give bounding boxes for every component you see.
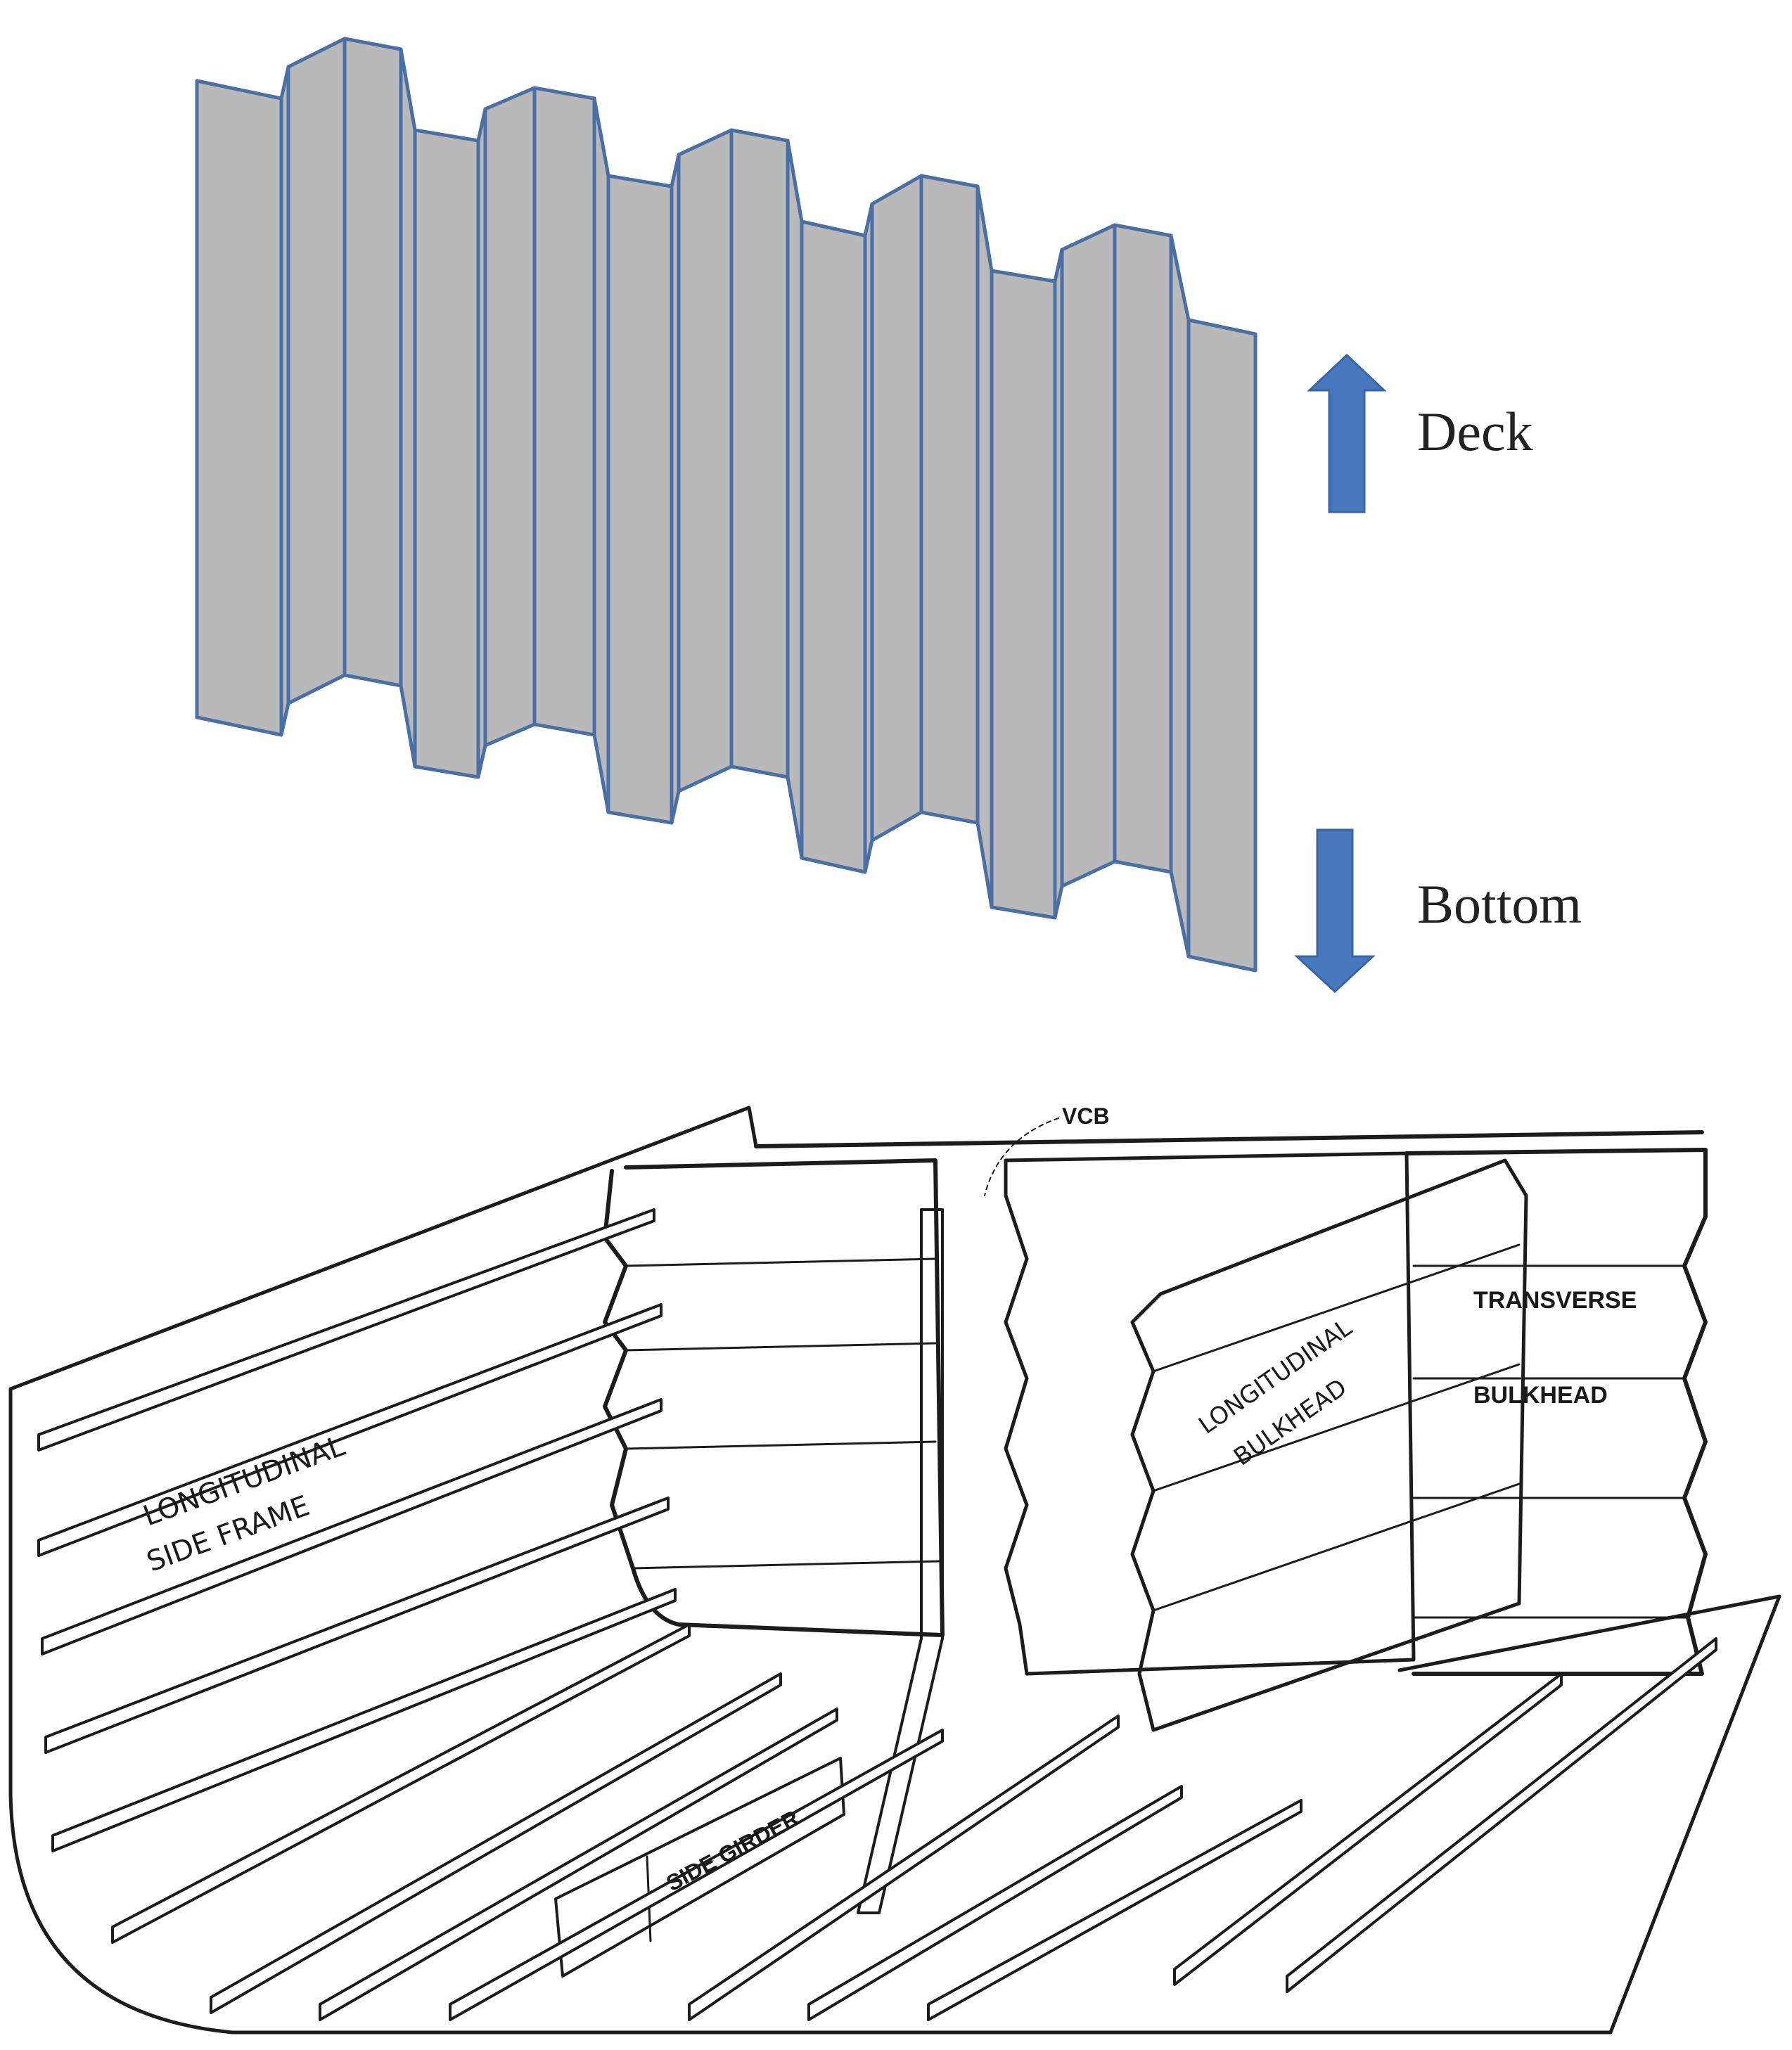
corrugation-face [1169,233,1191,959]
bottom-longitudinal [927,1799,1303,2021]
corrugation-face [729,128,790,779]
bottom-longitudinal [449,1729,944,2021]
vertical-stiffener [857,1208,944,1914]
corrugation-face [1186,318,1257,973]
side-frame [44,1497,670,1754]
bottom-longitudinal [807,1785,1183,2021]
bottom-longitudinal [1173,1672,1563,1986]
corrugated-bulkhead-diagram: Deck Bottom [195,37,1582,994]
corrugation-face [786,139,804,860]
side-frame [37,1303,663,1557]
corrugation-face [286,37,347,705]
longitudinal-bulkhead [1130,1158,1528,1732]
transverse-label: TRANSVERSE [1473,1287,1637,1314]
corrugation-face [990,269,1057,920]
bottom-arrow-icon [1294,828,1376,994]
bottom-longitudinals [111,1623,1717,2021]
corrugation-face [399,47,417,769]
transverse-bulkhead-middle [1004,1151,1416,1676]
hull-outline [8,1106,1781,2035]
corrugation-face [975,184,994,909]
corrugation-face [483,86,537,748]
transverse-bulkhead-right-ribs [1412,1264,1689,1619]
side-frame [51,1588,677,1852]
corrugation-face [677,128,734,793]
vcb-label: VCB [1062,1103,1110,1129]
corrugation-face [592,96,610,814]
corrugation-face [343,37,403,688]
deck-arrow-icon [1307,353,1387,513]
bottom-longitudinal [1286,1637,1717,1993]
corrugation-face [1060,223,1117,888]
transverse-bulkhead-left [603,1158,945,1637]
bottom-longitudinal [319,1708,838,2021]
bottom-longitudinal [210,1672,782,2014]
longitudinal-side-frames [37,1208,677,1852]
corrugation-face [606,174,674,825]
corrugation-face [919,174,980,825]
bottom-longitudinal [688,1715,1120,2021]
corrugation-face [870,174,923,843]
corrugation-face [1113,223,1173,874]
side-frame [37,1208,655,1452]
corrugated-panel [195,37,1257,973]
corrugation-face [800,219,867,874]
deck-label: Deck [1417,401,1533,462]
bulkhead-label: BULKHEAD [1473,1382,1608,1409]
transverse-bulkhead-right [1404,1148,1708,1676]
side-shell-top-edge [754,1130,1704,1148]
side-frame [41,1398,663,1655]
transverse-bulkhead-left-ribs [625,1257,940,1570]
bottom-longitudinal [111,1623,691,1944]
corrugation-face [195,79,283,737]
corrugation-face [532,86,596,737]
hull-structure-sketch: VCB TRANSVERSE BULKHEAD LONGITUDINAL BUL… [8,1103,1781,2035]
corrugation-face [413,128,480,779]
bottom-label: Bottom [1417,873,1582,935]
